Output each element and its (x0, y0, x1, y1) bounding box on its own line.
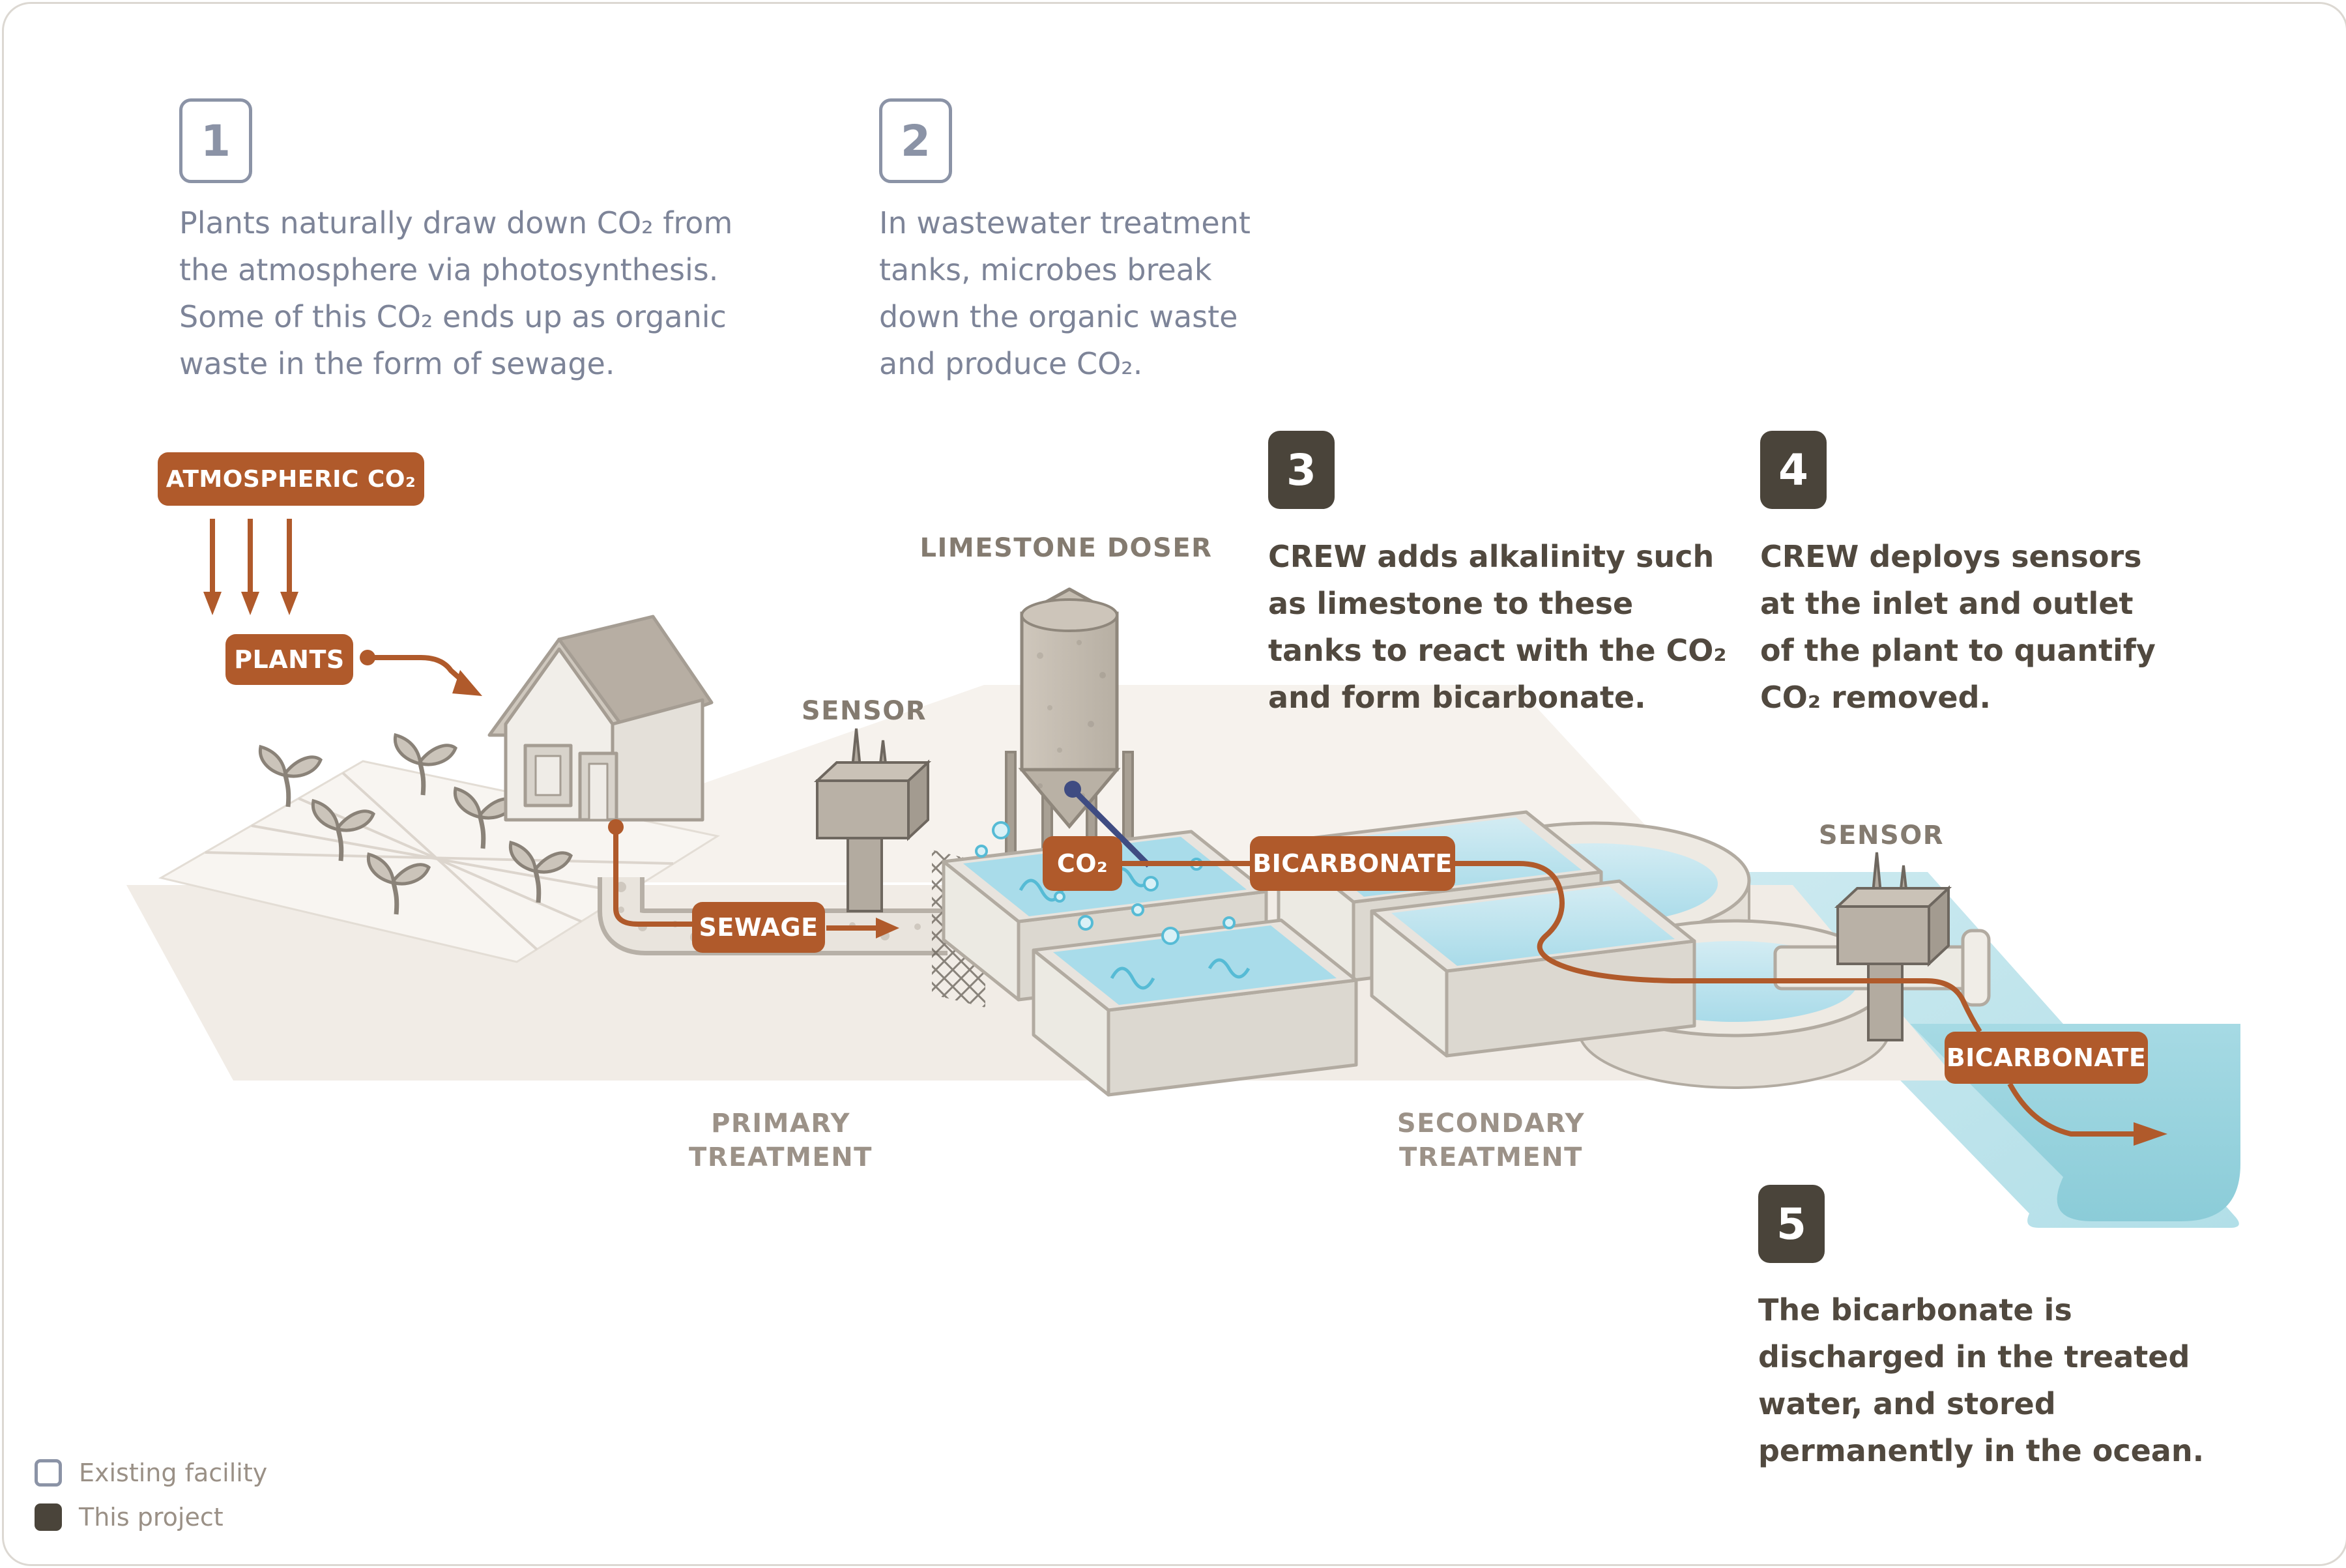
plants-label: PLANTS (225, 634, 353, 685)
atmospheric-co2-label: ATMOSPHERIC CO₂ (158, 452, 424, 506)
legend-existing-facility: Existing facility (35, 1459, 267, 1487)
sewage-label: SEWAGE (692, 902, 825, 953)
flow-connectors (203, 519, 2167, 1146)
step-3-text: CREW adds alkalinity such as limestone t… (1268, 539, 1727, 715)
step-1-digit: 1 (201, 115, 231, 166)
step-4-digit: 4 (1778, 444, 1808, 495)
step-3-digit: 3 (1286, 444, 1316, 495)
secondary-treatment-caption: SECONDARY TREATMENT (1397, 1109, 1586, 1172)
step-4-number: 4 (1760, 431, 1827, 509)
step-4-text: CREW deploys sensors at the inlet and ou… (1760, 539, 2156, 715)
legend-this-project: This project (35, 1503, 224, 1532)
this-project-swatch (35, 1503, 62, 1531)
existing-facility-label: Existing facility (79, 1459, 268, 1487)
step-2-number: 2 (879, 98, 952, 183)
sensor-outlet-caption: SENSOR (1818, 820, 1945, 850)
step-3-number: 3 (1268, 431, 1335, 509)
limestone-doser-silo (1005, 587, 1134, 873)
outlet-sensor-device (1834, 852, 1952, 1041)
house (487, 615, 714, 822)
step-5-digit: 5 (1776, 1198, 1806, 1249)
step-2-digit: 2 (901, 115, 931, 166)
step-2-text: In wastewater treatment tanks, microbes … (879, 205, 1251, 381)
inlet-sensor-device (813, 728, 932, 912)
co2-down-arrows (203, 519, 298, 615)
doser-feed-line (1064, 781, 1151, 868)
primary-treatment-caption: PRIMARY TREATMENT (689, 1109, 873, 1172)
bicarbonate-tank-label: BICARBONATE (1250, 836, 1455, 891)
tank-front-right (1370, 879, 1696, 1058)
step-5-number: 5 (1758, 1185, 1825, 1263)
limestone-doser-caption: LIMESTONE DOSER (920, 533, 1213, 563)
sensor-inlet-caption: SENSOR (801, 696, 927, 726)
existing-facility-swatch (35, 1459, 62, 1487)
bicarbonate-outlet-label: BICARBONATE (1945, 1032, 2148, 1084)
tank-front-left (1032, 891, 1358, 1097)
step-1-number: 1 (179, 98, 252, 183)
step-5-text: The bicarbonate is discharged in the tre… (1758, 1292, 2205, 1468)
step-1-text: Plants naturally draw down CO₂ from the … (179, 205, 733, 381)
co2-label: CO₂ (1043, 836, 1122, 891)
this-project-label: This project (79, 1503, 224, 1532)
